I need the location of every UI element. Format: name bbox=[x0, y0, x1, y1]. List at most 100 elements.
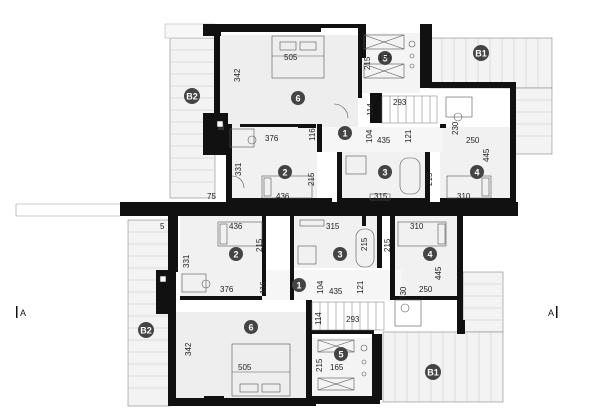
svg-text:4: 4 bbox=[474, 168, 479, 178]
svg-text:2: 2 bbox=[233, 250, 238, 260]
svg-text:1: 1 bbox=[342, 129, 347, 139]
svg-text:6: 6 bbox=[295, 94, 300, 104]
svg-text:376: 376 bbox=[265, 134, 279, 143]
room-badge-5-lower: 5 bbox=[334, 347, 348, 361]
svg-text:445: 445 bbox=[434, 266, 443, 280]
svg-text:310: 310 bbox=[410, 222, 424, 231]
dimensions-upper: 505 165 342 215 293 114 376 116 104 435 … bbox=[207, 53, 491, 201]
svg-text:1: 1 bbox=[296, 281, 301, 291]
svg-text:315: 315 bbox=[374, 192, 388, 201]
svg-text:215: 215 bbox=[383, 238, 392, 252]
svg-text:6: 6 bbox=[248, 323, 253, 333]
bath-room3-upper bbox=[345, 155, 421, 201]
room-badge-2-lower: 2 bbox=[229, 247, 243, 261]
balcony-badge-b1-lower: B1 bbox=[425, 364, 441, 380]
fixtures-upper bbox=[229, 96, 473, 189]
svg-text:104: 104 bbox=[316, 280, 325, 294]
balcony-b1-upper bbox=[429, 37, 553, 155]
svg-text:B1: B1 bbox=[427, 368, 439, 378]
section-marker-left: A bbox=[16, 306, 26, 318]
svg-text:215: 215 bbox=[315, 358, 324, 372]
bed-room2-lower bbox=[217, 221, 263, 247]
svg-text:250: 250 bbox=[419, 285, 433, 294]
room-badge-1-upper: 1 bbox=[338, 126, 352, 140]
svg-text:121: 121 bbox=[356, 280, 365, 294]
svg-text:165: 165 bbox=[330, 363, 344, 372]
fixtures-lower bbox=[181, 273, 422, 327]
room-badge-1-lower: 1 bbox=[292, 278, 306, 292]
stairs-upper bbox=[381, 95, 438, 124]
section-marker-right: A bbox=[548, 306, 558, 318]
svg-text:315: 315 bbox=[326, 222, 340, 231]
svg-text:293: 293 bbox=[346, 315, 360, 324]
svg-text:445: 445 bbox=[482, 148, 491, 162]
bed-room4-lower bbox=[397, 221, 447, 247]
room-badge-2-upper: 2 bbox=[278, 165, 292, 179]
svg-text:114: 114 bbox=[314, 312, 323, 325]
balcony-b2-upper bbox=[164, 23, 216, 199]
svg-text:B2: B2 bbox=[186, 92, 198, 102]
svg-text:116: 116 bbox=[308, 128, 317, 141]
svg-text:505: 505 bbox=[238, 363, 252, 372]
room-badge-4-upper: 4 bbox=[470, 165, 484, 179]
svg-text:435: 435 bbox=[329, 287, 343, 296]
svg-text:5: 5 bbox=[382, 54, 387, 64]
svg-text:376: 376 bbox=[220, 285, 234, 294]
svg-text:B2: B2 bbox=[140, 326, 152, 336]
svg-text:215: 215 bbox=[255, 238, 264, 252]
svg-text:215: 215 bbox=[425, 172, 434, 186]
dimensions-lower: 436 315 310 5 215 215 215 331 445 376 11… bbox=[160, 222, 443, 372]
svg-text:75: 75 bbox=[207, 192, 216, 201]
room-badge-6-lower: 6 bbox=[244, 320, 258, 334]
svg-text:293: 293 bbox=[393, 98, 407, 107]
svg-text:215: 215 bbox=[307, 172, 316, 186]
balcony-b1-lower bbox=[382, 271, 504, 403]
svg-text:5: 5 bbox=[338, 350, 343, 360]
room-badge-5-upper: 5 bbox=[378, 51, 392, 65]
bath-room5-lower bbox=[317, 339, 368, 391]
svg-text:310: 310 bbox=[457, 192, 471, 201]
svg-text:215: 215 bbox=[363, 56, 372, 70]
svg-text:3: 3 bbox=[382, 168, 387, 178]
bath-room3-lower bbox=[297, 219, 375, 268]
stairs-lower bbox=[311, 301, 385, 331]
room-badge-6-upper: 6 bbox=[291, 91, 305, 105]
svg-text:121: 121 bbox=[404, 129, 413, 143]
svg-text:114: 114 bbox=[366, 103, 375, 116]
svg-text:250: 250 bbox=[466, 136, 480, 145]
svg-text:4: 4 bbox=[427, 250, 432, 260]
svg-text:5: 5 bbox=[160, 222, 165, 231]
svg-text:331: 331 bbox=[182, 254, 191, 268]
svg-text:342: 342 bbox=[233, 68, 242, 82]
svg-text:116: 116 bbox=[259, 281, 268, 294]
svg-text:331: 331 bbox=[234, 162, 243, 176]
bed-room4-upper bbox=[446, 175, 492, 199]
svg-text:3: 3 bbox=[337, 250, 342, 260]
balcony-badge-b2-lower: B2 bbox=[138, 322, 154, 338]
upper-unit bbox=[120, 23, 553, 216]
svg-text:104: 104 bbox=[365, 129, 374, 143]
section-label-left: A bbox=[20, 308, 26, 318]
section-label-right: A bbox=[548, 308, 554, 318]
balcony-badge-b1-upper: B1 bbox=[473, 45, 489, 61]
svg-text:215: 215 bbox=[360, 237, 369, 251]
svg-text:230: 230 bbox=[451, 121, 460, 135]
svg-text:436: 436 bbox=[229, 222, 243, 231]
svg-text:B1: B1 bbox=[475, 49, 487, 59]
svg-text:505: 505 bbox=[284, 53, 298, 62]
lower-unit bbox=[127, 216, 504, 407]
svg-text:435: 435 bbox=[377, 136, 391, 145]
svg-text:2: 2 bbox=[282, 168, 287, 178]
svg-text:436: 436 bbox=[276, 192, 290, 201]
room-badge-3-lower: 3 bbox=[333, 247, 347, 261]
walls-lower bbox=[156, 216, 465, 406]
bed-room6-upper bbox=[271, 35, 325, 79]
svg-text:342: 342 bbox=[184, 342, 193, 356]
room-badge-4-lower: 4 bbox=[423, 247, 437, 261]
svg-text:165: 165 bbox=[378, 53, 392, 62]
walls-upper bbox=[120, 24, 518, 216]
bath-room5-upper bbox=[363, 34, 416, 79]
balcony-badge-b2-upper: B2 bbox=[184, 88, 200, 104]
room-badge-3-upper: 3 bbox=[378, 165, 392, 179]
